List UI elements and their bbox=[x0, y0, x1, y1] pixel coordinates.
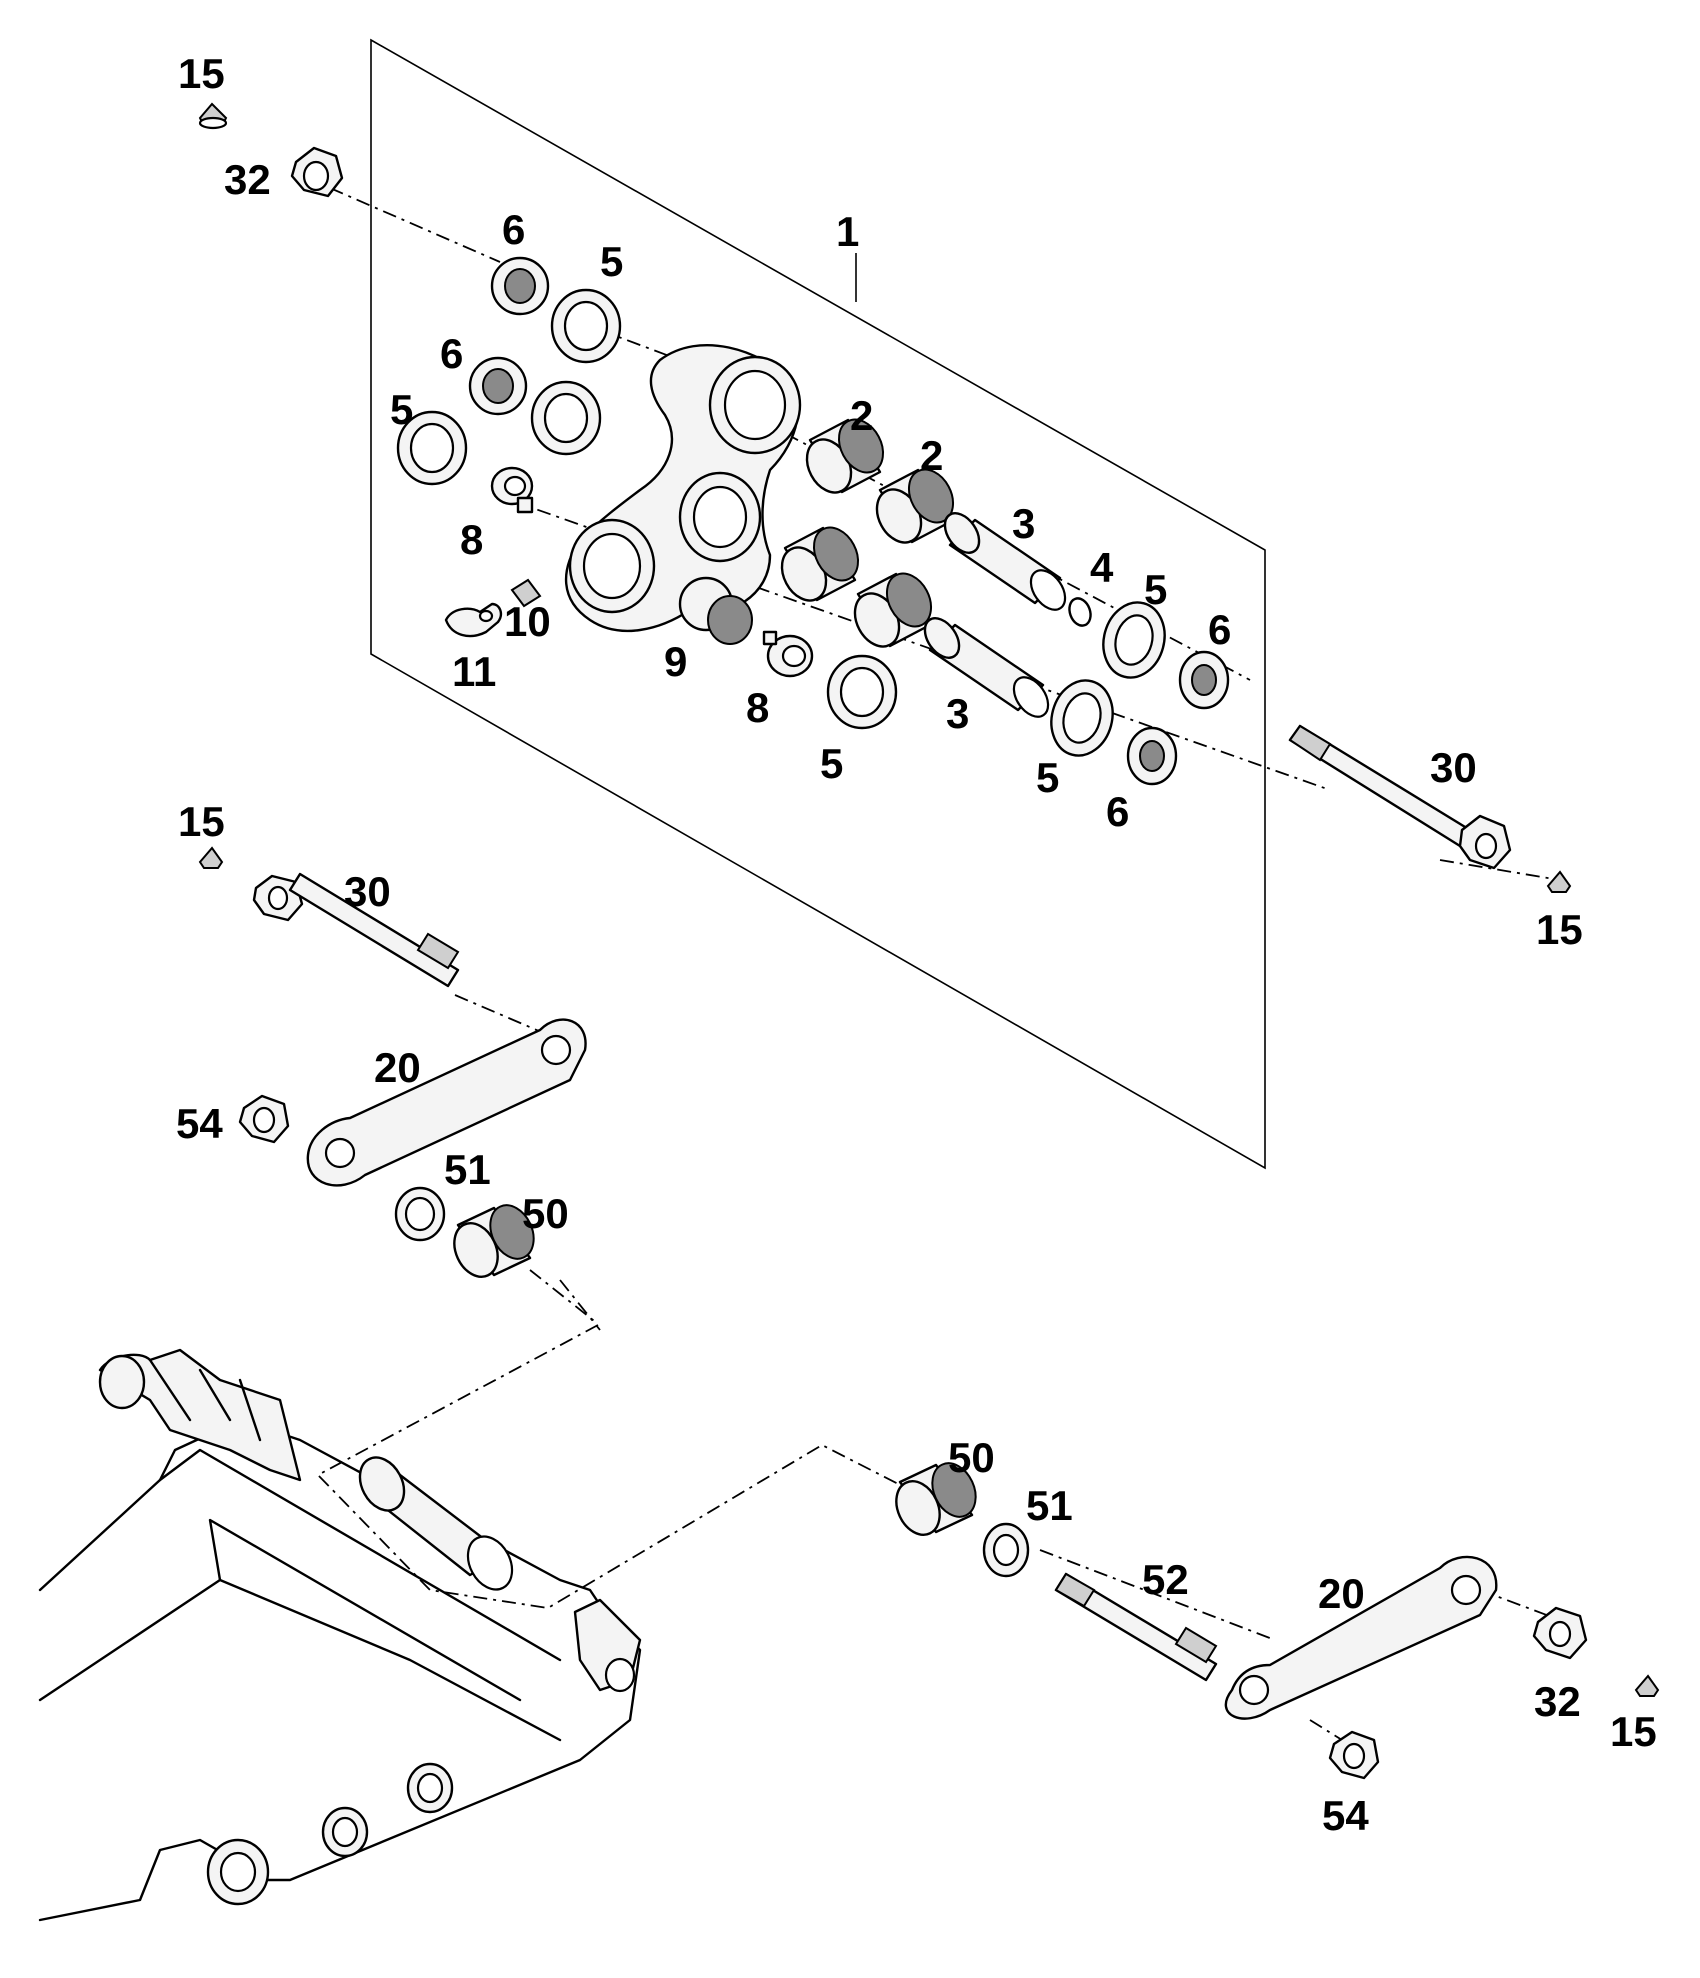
ring-5-mid bbox=[530, 380, 602, 456]
label-2: 2 bbox=[850, 392, 873, 439]
part-labels: 15 32 6 5 1 6 5 2 2 8 3 4 5 6 10 11 9 8 … bbox=[176, 50, 1657, 1839]
label-6: 6 bbox=[502, 206, 525, 253]
needle-bearing-2b bbox=[875, 468, 955, 544]
seal-6-mid bbox=[468, 356, 528, 416]
bolt-52 bbox=[1054, 1572, 1218, 1682]
label-20: 20 bbox=[1318, 1570, 1365, 1617]
label-20: 20 bbox=[374, 1044, 421, 1091]
ring-5-bottom bbox=[826, 654, 898, 730]
label-30: 30 bbox=[1430, 744, 1477, 791]
bearing-50-left bbox=[453, 1204, 535, 1278]
label-3: 3 bbox=[1012, 500, 1035, 547]
nut-54-left bbox=[238, 1094, 290, 1144]
label-15: 15 bbox=[178, 798, 225, 845]
label-6: 6 bbox=[1106, 788, 1129, 835]
needle-bearing-2a bbox=[805, 418, 885, 494]
deflection-lever bbox=[564, 344, 802, 633]
ring-5-left bbox=[396, 410, 468, 486]
nut-32-right bbox=[1532, 1606, 1588, 1660]
label-52: 52 bbox=[1142, 1556, 1189, 1603]
swing-arm bbox=[38, 1348, 642, 1922]
seal-6-upper bbox=[490, 256, 550, 316]
link-20-right bbox=[1224, 1555, 1498, 1720]
label-50: 50 bbox=[522, 1190, 569, 1237]
label-50: 50 bbox=[948, 1434, 995, 1481]
bolt-30-left bbox=[252, 872, 460, 988]
cap-15-right bbox=[1546, 870, 1572, 893]
label-54: 54 bbox=[176, 1100, 223, 1147]
ring-5-upper bbox=[550, 288, 622, 364]
label-10: 10 bbox=[504, 598, 551, 645]
nut-32-top-left bbox=[290, 146, 344, 198]
label-51: 51 bbox=[1026, 1482, 1073, 1529]
label-51: 51 bbox=[444, 1146, 491, 1193]
label-8: 8 bbox=[460, 516, 483, 563]
bushing-9 bbox=[678, 576, 753, 645]
label-3: 3 bbox=[946, 690, 969, 737]
label-32: 32 bbox=[1534, 1678, 1581, 1725]
label-5: 5 bbox=[600, 238, 623, 285]
cap-15-top-left bbox=[198, 102, 228, 130]
grease-nipple-8-lower bbox=[762, 630, 814, 678]
needle-bearing-lower-b bbox=[853, 572, 933, 648]
bearing-50-right bbox=[895, 1462, 977, 1536]
label-11: 11 bbox=[452, 648, 496, 695]
ring-5-right-upper bbox=[1102, 601, 1166, 679]
label-1: 1 bbox=[836, 208, 859, 255]
label-15: 15 bbox=[178, 50, 225, 97]
label-4: 4 bbox=[1090, 544, 1114, 591]
label-8: 8 bbox=[746, 684, 769, 731]
ring-5-right-lower bbox=[1050, 679, 1114, 757]
seal-6-right-lower bbox=[1126, 726, 1178, 786]
grease-nipple-8-upper bbox=[490, 466, 534, 514]
label-30: 30 bbox=[344, 868, 391, 915]
bolt-30-right bbox=[1288, 724, 1512, 870]
label-5: 5 bbox=[1036, 754, 1059, 801]
nut-54-right bbox=[1328, 1730, 1380, 1780]
screw-10 bbox=[510, 578, 542, 608]
label-15: 15 bbox=[1536, 906, 1583, 953]
seal-6-right-upper bbox=[1178, 650, 1230, 710]
sleeve-3-lower bbox=[923, 617, 1050, 718]
assembly-frame bbox=[370, 38, 1266, 1170]
label-2: 2 bbox=[920, 432, 943, 479]
cap-15-left bbox=[198, 846, 224, 869]
label-15: 15 bbox=[1610, 1708, 1657, 1755]
label-9: 9 bbox=[664, 638, 687, 685]
label-6: 6 bbox=[1208, 606, 1231, 653]
label-54: 54 bbox=[1322, 1792, 1369, 1839]
label-6: 6 bbox=[440, 330, 463, 377]
label-5: 5 bbox=[820, 740, 843, 787]
o-ring-4 bbox=[1068, 597, 1092, 627]
ring-51-right bbox=[982, 1522, 1030, 1578]
label-5: 5 bbox=[390, 386, 413, 433]
needle-bearing-lower-a bbox=[780, 526, 860, 602]
link-20-left bbox=[306, 1018, 587, 1187]
clip-11 bbox=[444, 602, 503, 638]
label-32: 32 bbox=[224, 156, 271, 203]
ring-51-left bbox=[394, 1186, 446, 1242]
cap-15-bottom-right bbox=[1634, 1674, 1660, 1697]
sleeve-3-upper bbox=[943, 512, 1067, 611]
label-5: 5 bbox=[1144, 566, 1167, 613]
